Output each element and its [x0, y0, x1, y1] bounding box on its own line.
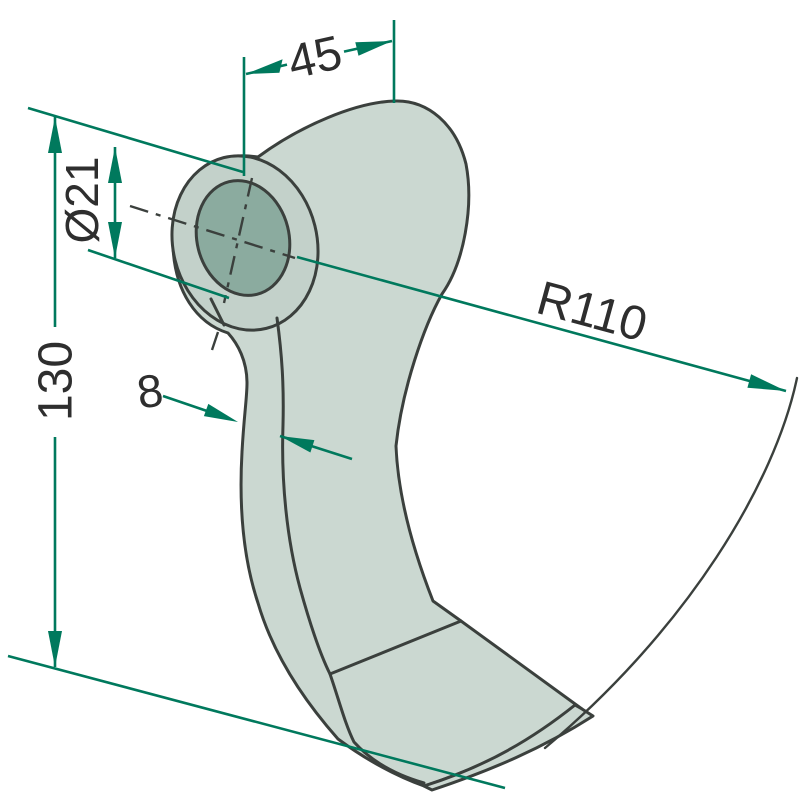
dimension-width-45: 45 — [242, 20, 396, 176]
bore-tangent-line-lower — [87, 248, 230, 300]
tip-overlap-edge — [422, 703, 595, 792]
body-fold-line — [275, 316, 426, 785]
ring-seam-line — [209, 297, 226, 327]
radius-reference-arc — [543, 376, 799, 750]
part-flail-blade — [170, 99, 595, 792]
width-arrow-left — [246, 59, 283, 74]
thickness-dim-label: 8 — [134, 363, 167, 418]
bevel-crease-line — [328, 619, 463, 676]
width-arrow-right — [355, 41, 392, 56]
thickness-arrow-outer — [203, 403, 238, 422]
centerline-horizontal — [129, 204, 296, 260]
width-dim-label: 45 — [283, 26, 347, 90]
centerline-vertical-extension — [210, 331, 220, 351]
extension-line-bottom-diagonal — [7, 654, 506, 790]
bore-arrow-down — [108, 222, 122, 258]
bore-dim-label: Ø21 — [56, 157, 108, 244]
dimension-thickness-8: 8 — [134, 363, 353, 461]
bore-arrow-up — [108, 147, 122, 183]
radius-dim-line — [296, 255, 787, 393]
height-dim-label: 130 — [30, 341, 83, 421]
centerlines — [129, 177, 296, 351]
extension-line-top-diagonal — [27, 106, 244, 174]
height-arrow-up — [48, 117, 62, 153]
height-arrow-down — [48, 631, 62, 667]
bore-hole — [194, 179, 292, 297]
dimension-height-130: 130 — [7, 106, 506, 790]
thickness-arrow-inner — [280, 436, 315, 453]
radius-arrow — [747, 374, 786, 391]
thickness-leader-outer — [162, 394, 208, 413]
dimension-bore-diameter: Ø21 — [56, 147, 230, 300]
radius-dim-label: R110 — [531, 272, 652, 352]
